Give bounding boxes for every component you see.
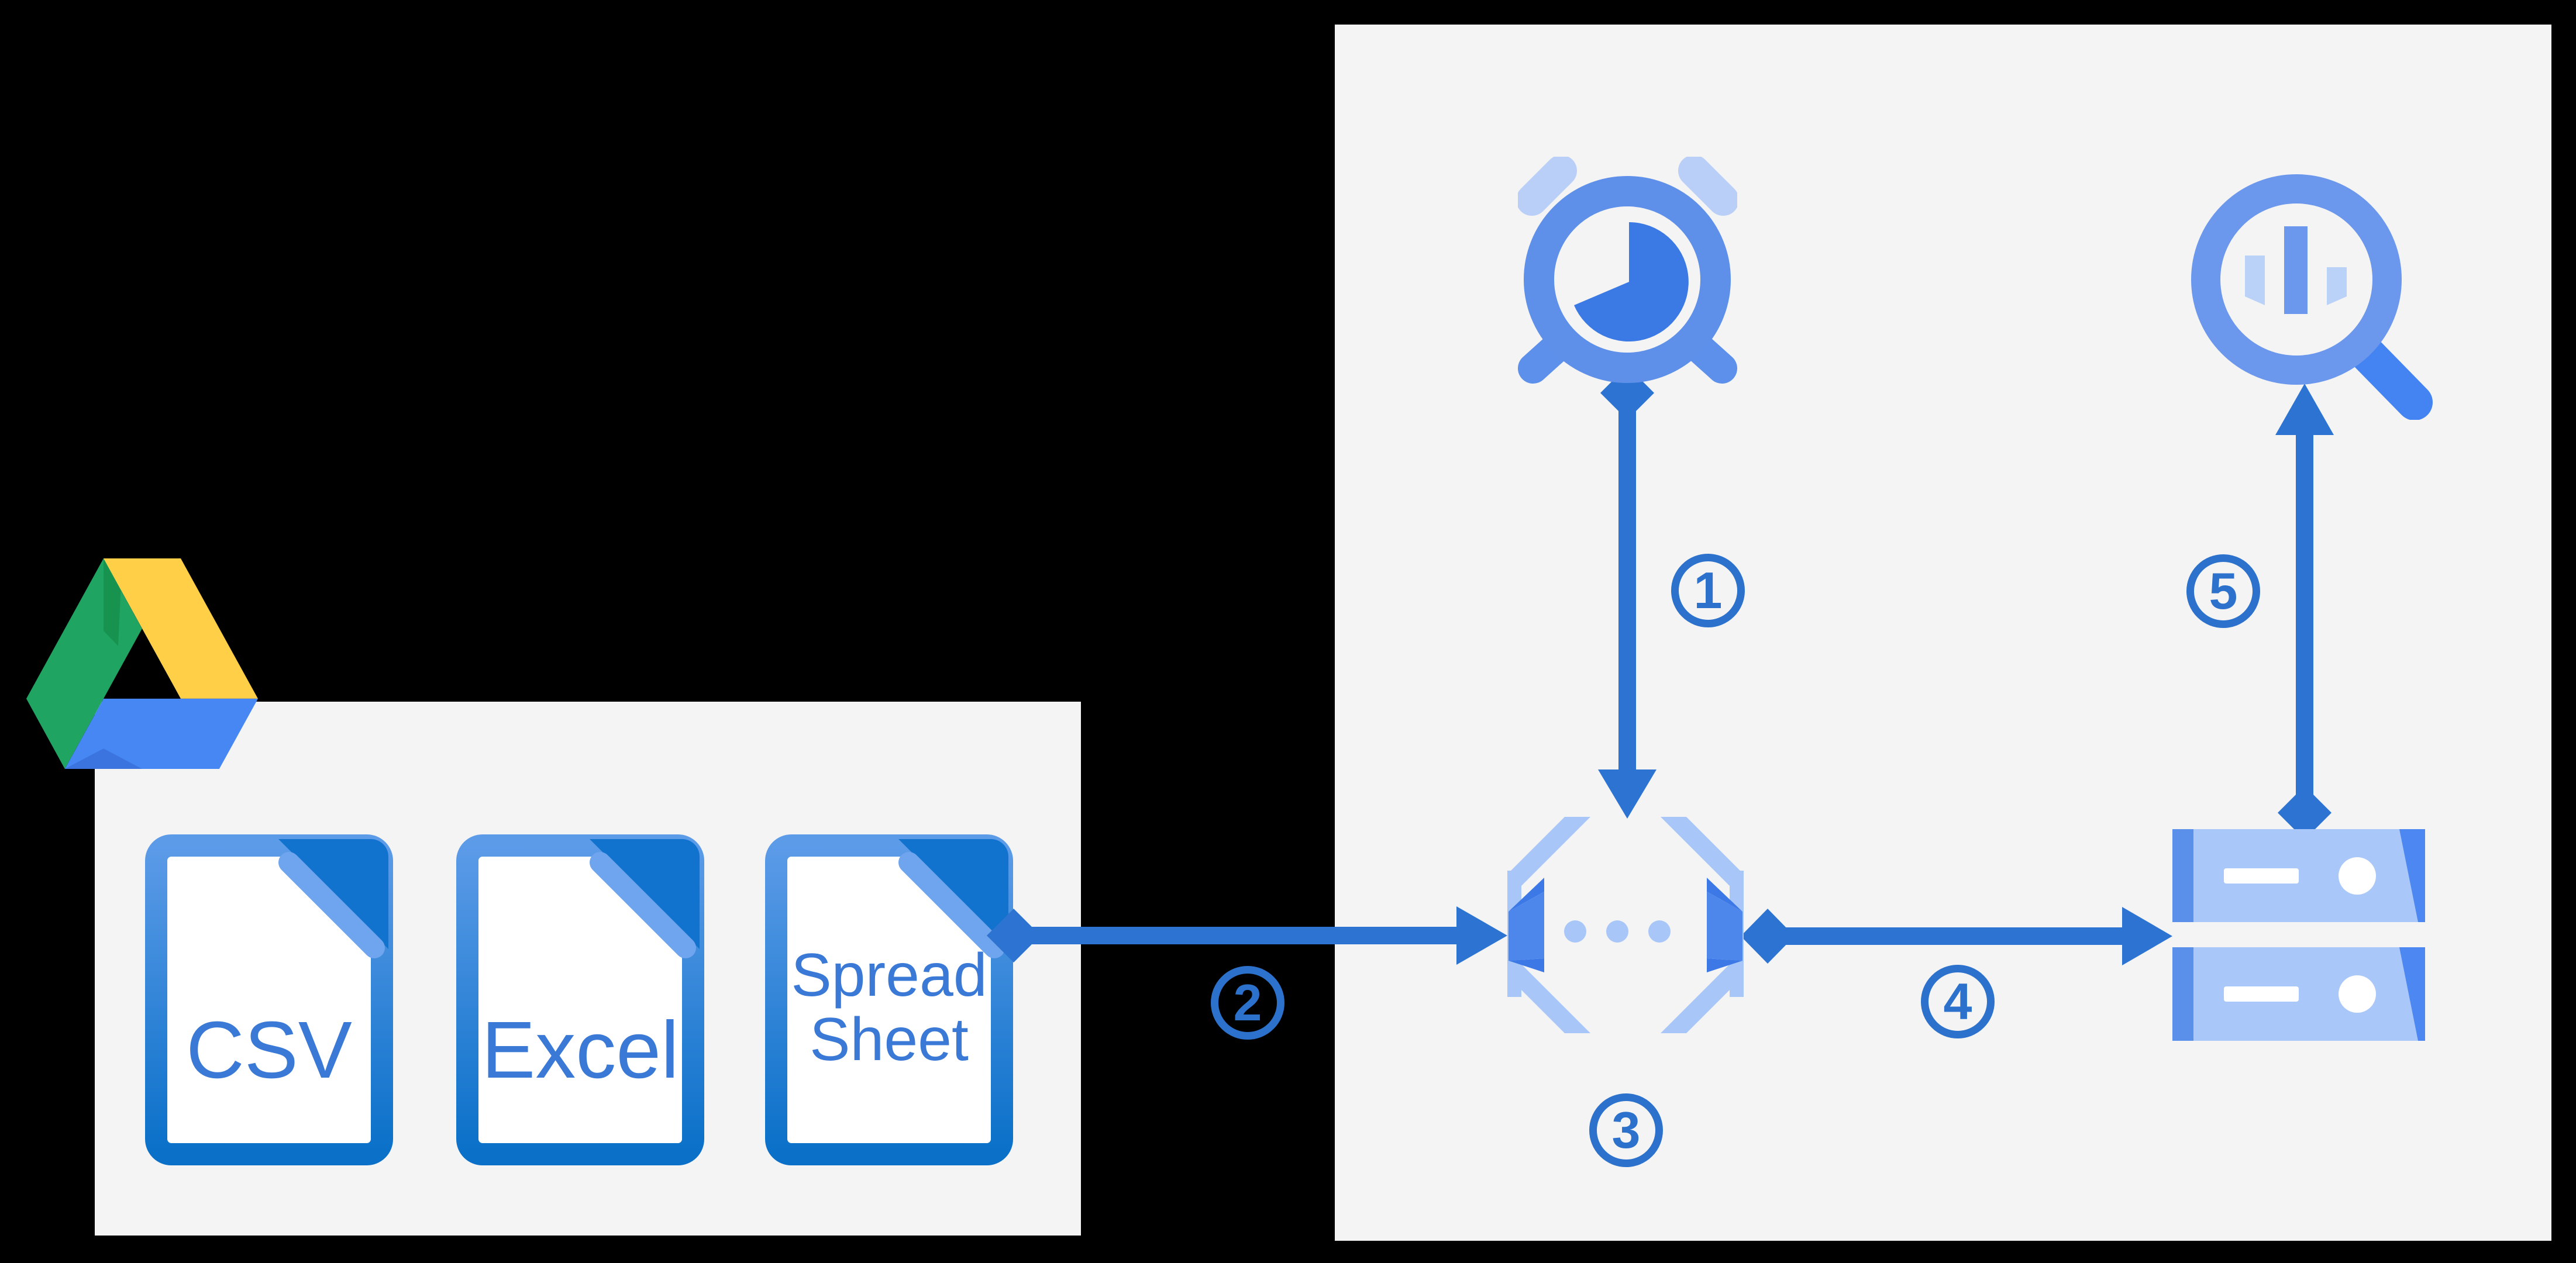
step-number-5: 5: [2209, 562, 2238, 620]
server-slab-top: [2172, 829, 2425, 922]
fold-crease: [278, 852, 385, 958]
clock-bell-right: [1678, 157, 1737, 216]
brace-right: [1661, 817, 1744, 1033]
step-number-3: 3: [1611, 1101, 1641, 1159]
clock-leg-right: [1683, 332, 1737, 384]
fold-crease: [590, 852, 696, 958]
arrow-database-to-monitoring: [2275, 384, 2334, 840]
step-badge-3: 3: [1589, 1093, 1663, 1167]
file-card-excel: Excel: [456, 834, 704, 1165]
drive-blue-shade: [64, 748, 142, 769]
file-label-spreadsheet: Spread Sheet: [791, 941, 987, 1074]
step-badge-4: 4: [1921, 965, 1995, 1038]
file-label-excel: Excel: [481, 1005, 679, 1095]
drive-yellow-face: [104, 558, 258, 699]
arrow-files-to-functions: [987, 906, 1507, 965]
drive-blue-face: [64, 698, 258, 769]
magnifier-handle: [2346, 333, 2433, 420]
document-body: [456, 834, 704, 1165]
step-badge-5: 5: [2186, 554, 2260, 628]
bar-chart-bars: [2245, 226, 2347, 314]
spreadsheet-file-icon: [765, 834, 1013, 1165]
ellipsis-dots: [1564, 920, 1671, 943]
magnifier-bar-chart-icon: [2191, 174, 2433, 420]
server-stack-icon: [2172, 829, 2425, 1041]
fold-crease: [898, 852, 1005, 958]
step-badge-1: 1: [1671, 554, 1745, 627]
csv-file-icon: [145, 834, 393, 1165]
step-number-2: 2: [1233, 974, 1262, 1031]
file-card-spreadsheet: Spread Sheet: [765, 834, 1013, 1165]
step-number-4: 4: [1943, 972, 1972, 1030]
step-badge-2: 2: [1211, 966, 1284, 1040]
alarm-clock-icon: [1518, 157, 1737, 384]
file-label-csv: CSV: [186, 1005, 352, 1095]
google-drive-icon: [26, 558, 258, 769]
server-slab-bottom: [2172, 947, 2425, 1041]
arrow-scheduler-to-functions: [1598, 366, 1657, 819]
document-body: [765, 834, 1013, 1165]
clock-pie: [1574, 222, 1689, 341]
clock-bell-left: [1518, 157, 1577, 216]
brace-left: [1507, 817, 1590, 1033]
document-body: [145, 834, 393, 1165]
code-braces-dots-icon: [1507, 817, 1744, 1033]
arrow-functions-to-database: [1741, 907, 2172, 965]
step-number-1: 1: [1693, 561, 1723, 619]
file-card-csv: CSV: [145, 834, 393, 1165]
excel-file-icon: [456, 834, 704, 1165]
